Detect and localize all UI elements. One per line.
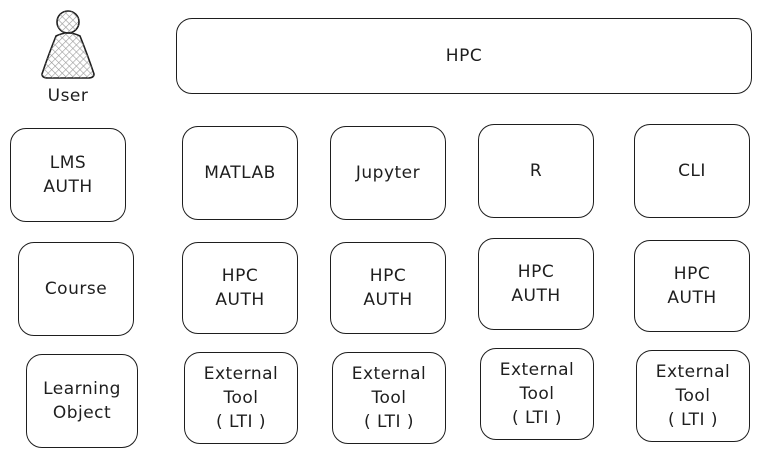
lms-auth-box: LMS AUTH [10, 128, 126, 222]
r-box: R [478, 124, 594, 218]
external-tool-label-line3: ( LTI ) [215, 412, 267, 432]
external-tool-label-line2: Tool [223, 388, 259, 408]
hpc-auth-label-line1: HPC [517, 262, 555, 282]
matlab-label: MATLAB [204, 163, 276, 183]
hpc-auth-label-line2: AUTH [511, 286, 561, 306]
lms-auth-label-line1: LMS [49, 153, 87, 173]
external-tool-label-line2: Tool [371, 388, 407, 408]
user-label: User [47, 86, 89, 106]
hpc-auth-box-r: HPC AUTH [478, 238, 594, 330]
external-tool-label-line2: Tool [675, 386, 711, 406]
cli-label: CLI [678, 161, 706, 181]
learning-object-label-line2: Object [52, 403, 112, 423]
external-tool-lti-box-r: External Tool ( LTI ) [480, 348, 594, 440]
external-tool-lti-box-cli: External Tool ( LTI ) [636, 350, 750, 442]
external-tool-label-line3: ( LTI ) [667, 410, 719, 430]
external-tool-label-line1: External [655, 362, 731, 382]
hpc-auth-box-matlab: HPC AUTH [182, 242, 298, 334]
external-tool-label-line1: External [203, 364, 279, 384]
jupyter-label: Jupyter [355, 163, 421, 183]
external-tool-label-line2: Tool [519, 384, 555, 404]
user-icon [41, 10, 95, 79]
hpc-auth-label-line1: HPC [673, 264, 711, 284]
learning-object-box: Learning Object [26, 354, 138, 448]
hpc-auth-box-cli: HPC AUTH [634, 240, 750, 332]
hpc-auth-label-line2: AUTH [667, 288, 717, 308]
hpc-auth-label-line2: AUTH [215, 290, 265, 310]
hpc-auth-label-line2: AUTH [363, 290, 413, 310]
course-box: Course [18, 242, 134, 336]
course-label: Course [44, 279, 108, 299]
external-tool-lti-box-matlab: External Tool ( LTI ) [184, 352, 298, 444]
hpc-box: HPC [176, 18, 752, 94]
external-tool-label-line1: External [499, 360, 575, 380]
hpc-auth-label-line1: HPC [369, 266, 407, 286]
hpc-label: HPC [445, 46, 483, 66]
hpc-auth-label-line1: HPC [221, 266, 259, 286]
cli-box: CLI [634, 124, 750, 218]
r-label: R [529, 161, 543, 181]
external-tool-label-line3: ( LTI ) [511, 408, 563, 428]
lms-auth-label-line2: AUTH [43, 177, 93, 197]
matlab-box: MATLAB [182, 126, 298, 220]
hpc-auth-box-jupyter: HPC AUTH [330, 242, 446, 334]
user-actor: User [30, 6, 106, 110]
external-tool-label-line3: ( LTI ) [363, 412, 415, 432]
jupyter-box: Jupyter [330, 126, 446, 220]
learning-object-label-line1: Learning [43, 379, 121, 399]
external-tool-lti-box-jupyter: External Tool ( LTI ) [332, 352, 446, 444]
external-tool-label-line1: External [351, 364, 427, 384]
